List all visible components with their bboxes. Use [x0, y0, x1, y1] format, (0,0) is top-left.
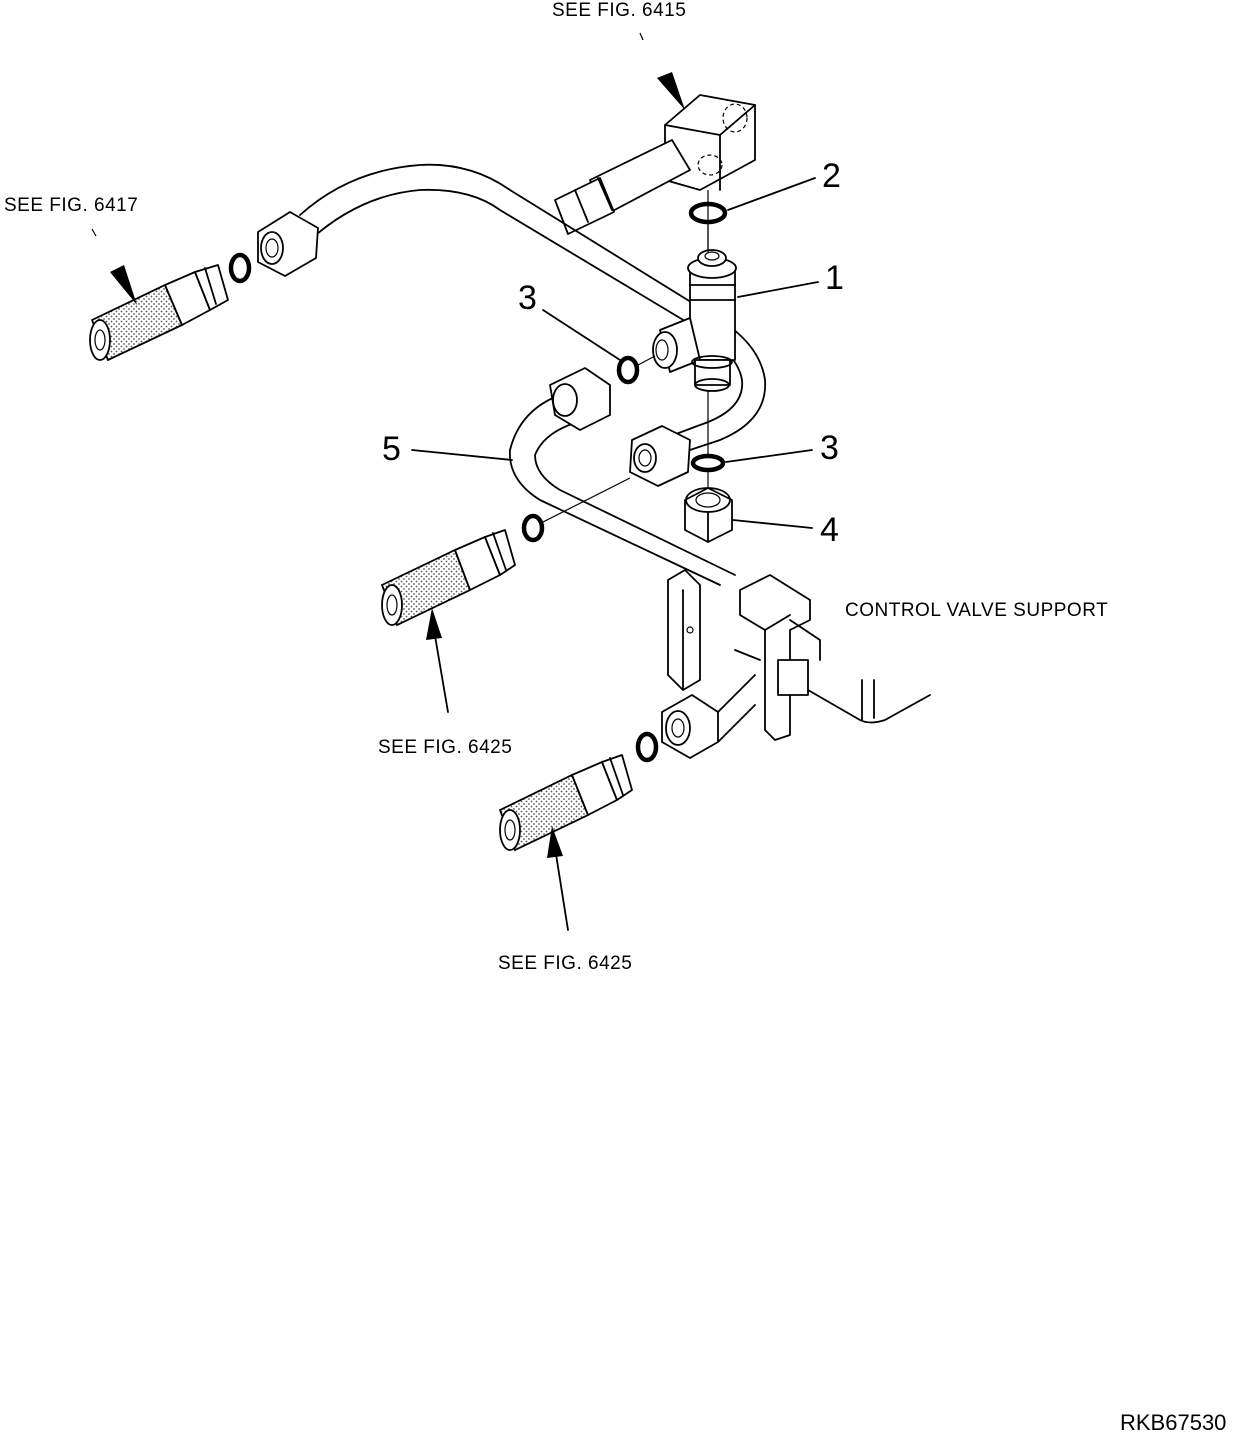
- axis-line-mid-hose: [542, 477, 631, 523]
- control-valve-support: [667, 569, 931, 741]
- ref-label-6415: SEE FIG. 6415: [552, 0, 686, 21]
- leader-3-lower: [725, 449, 813, 463]
- oring-bottom-hose: [635, 731, 659, 763]
- tee-fitting: [652, 249, 737, 392]
- leader-4: [732, 519, 813, 529]
- oring-left-hose: [228, 252, 252, 284]
- pipe-nut-mid: [629, 425, 691, 487]
- callout-1: 1: [825, 259, 844, 297]
- hose-6425-mid: [380, 529, 516, 627]
- leader-3-left: [542, 309, 621, 361]
- ref-label-6425-mid: SEE FIG. 6425: [378, 737, 512, 758]
- nut-4: [684, 487, 733, 543]
- hose-6425-bottom: [498, 754, 633, 852]
- leader-1: [737, 281, 819, 298]
- elbow-fitting-6415: [554, 94, 756, 235]
- callout-3-lower: 3: [820, 429, 839, 467]
- arrow-6417: [91, 228, 137, 305]
- support-label: CONTROL VALVE SUPPORT: [845, 600, 1108, 621]
- ref-label-6417: SEE FIG. 6417: [4, 195, 138, 216]
- arrow-6425-mid: [426, 608, 449, 713]
- leader-5: [411, 449, 513, 461]
- drawing-number: RKB67530: [1120, 1410, 1226, 1435]
- axis-line-oring-3: [637, 355, 656, 366]
- arrow-6425-bottom: [547, 826, 569, 931]
- callout-3-left: 3: [518, 279, 537, 317]
- oring-mid-hose: [521, 513, 545, 543]
- pipe-nut-left: [257, 211, 319, 277]
- oring-3-left: [616, 355, 640, 385]
- tube-5: [509, 367, 736, 586]
- pipe-nut-lower: [661, 674, 756, 759]
- leader-2: [727, 177, 816, 211]
- callout-4: 4: [820, 511, 839, 549]
- ref-label-6425-bottom: SEE FIG. 6425: [498, 953, 632, 974]
- callout-5: 5: [382, 430, 401, 468]
- callout-2: 2: [822, 157, 841, 195]
- oring-3-lower: [690, 453, 726, 473]
- hose-6417: [89, 264, 229, 362]
- long-pipe: [299, 163, 766, 451]
- arrow-6415: [639, 32, 685, 110]
